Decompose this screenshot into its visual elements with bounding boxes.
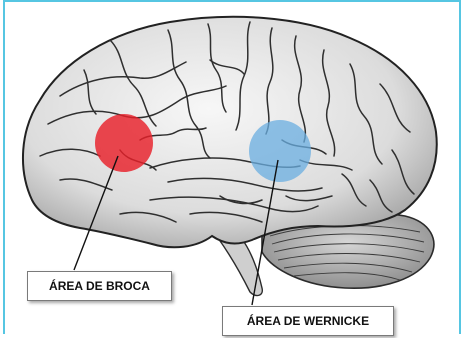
wernicke-area-highlight: [249, 120, 311, 182]
broca-area-highlight: [95, 114, 153, 172]
cerebrum: [23, 17, 437, 247]
broca-area-label: ÁREA DE BROCA: [27, 271, 172, 301]
wernicke-area-label: ÁREA DE WERNICKE: [222, 306, 394, 336]
